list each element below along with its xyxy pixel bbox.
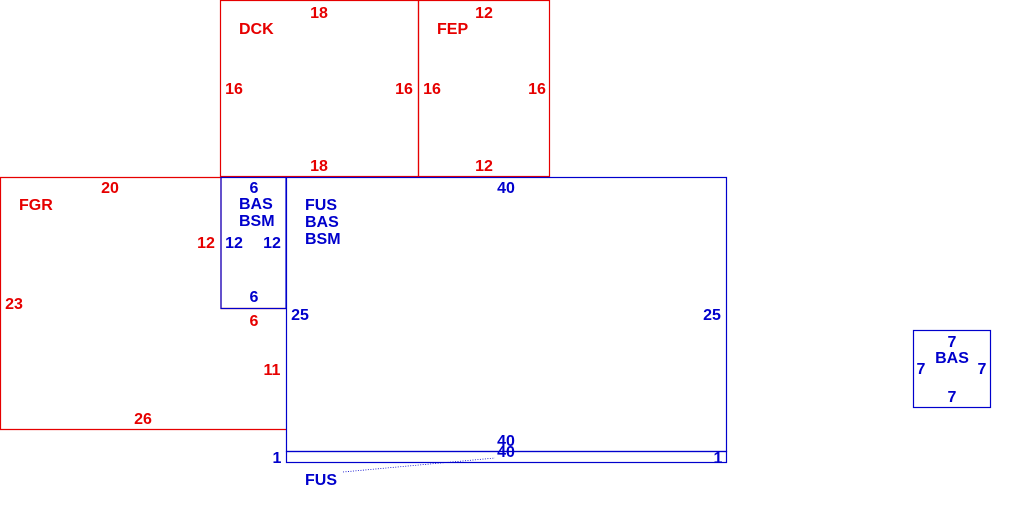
dck-bottom-dimension: 18: [310, 158, 328, 175]
fgr-inner-left-dimension: 12: [197, 235, 215, 252]
fus-main-area: FUS BAS BSM 40 40 25 25: [285, 176, 728, 453]
fgr-bottom-dimension: 26: [134, 411, 152, 428]
bas-small-left-dimension: 12: [225, 235, 243, 252]
bas-detached-left-dimension: 7: [917, 361, 926, 378]
fus-strip-label: FUS: [305, 472, 337, 489]
bsm-small-label: BSM: [239, 213, 275, 230]
fgr-inner-bottom-dimension: 6: [250, 313, 259, 330]
dck-top-dimension: 18: [310, 5, 328, 22]
fus-strip-top-dimension: 40: [497, 444, 515, 461]
bas-main-label: BAS: [305, 214, 339, 231]
fep-bottom-dimension: 12: [475, 158, 493, 175]
bas-small-top-dimension: 6: [250, 180, 259, 197]
fep-outline: [417, 0, 551, 178]
dck-right-dimension: 16: [395, 81, 413, 98]
fep-top-dimension: 12: [475, 5, 493, 22]
fgr-top-dimension: 20: [101, 180, 119, 197]
dck-label: DCK: [239, 21, 274, 38]
fus-main-bottom-dimension: 40: [497, 433, 515, 450]
dck-area: DCK 18 18 16 16: [219, 0, 420, 178]
bas-detached-area: BAS 7 7 7 7: [912, 329, 992, 409]
fep-label: FEP: [437, 21, 468, 38]
bas-detached-label: BAS: [935, 350, 969, 367]
fus-strip-left-dimension: 1: [273, 450, 282, 467]
fus-strip-area: FUS 40 1 1: [273, 444, 728, 489]
bas-bsm-small-area: BAS BSM 6 6 12 12: [220, 176, 287, 310]
fus-main-top-dimension: 40: [497, 180, 515, 197]
fus-main-left-dimension: 25: [291, 307, 309, 324]
bsm-main-label: BSM: [305, 231, 341, 248]
bas-small-label: BAS: [239, 196, 273, 213]
bas-small-right-dimension: 12: [263, 235, 281, 252]
dck-left-dimension: 16: [225, 81, 243, 98]
fgr-inner-right-dimension: 11: [264, 362, 281, 379]
fus-main-label: FUS: [305, 197, 337, 214]
fep-right-dimension: 16: [528, 81, 546, 98]
fus-strip-outline: [285, 450, 728, 464]
bas-small-bottom-dimension: 6: [250, 289, 259, 306]
fgr-left-dimension: 23: [5, 296, 23, 313]
fep-left-dimension: 16: [423, 81, 441, 98]
bas-detached-bottom-dimension: 7: [948, 389, 957, 406]
fgr-area: FGR 20 26 23 12 6 11: [0, 176, 286, 431]
bas-detached-top-dimension: 7: [948, 334, 957, 351]
fus-strip-right-dimension: 1: [714, 450, 723, 467]
bas-detached-right-dimension: 7: [978, 361, 987, 378]
fus-main-outline: [285, 176, 728, 453]
bas-detached-outline: [912, 329, 992, 409]
fus-strip-leader-line: [342, 457, 496, 473]
fus-main-right-dimension: 25: [703, 307, 721, 324]
fep-area: FEP 12 12 16 16: [417, 0, 551, 178]
fgr-label: FGR: [19, 197, 53, 214]
